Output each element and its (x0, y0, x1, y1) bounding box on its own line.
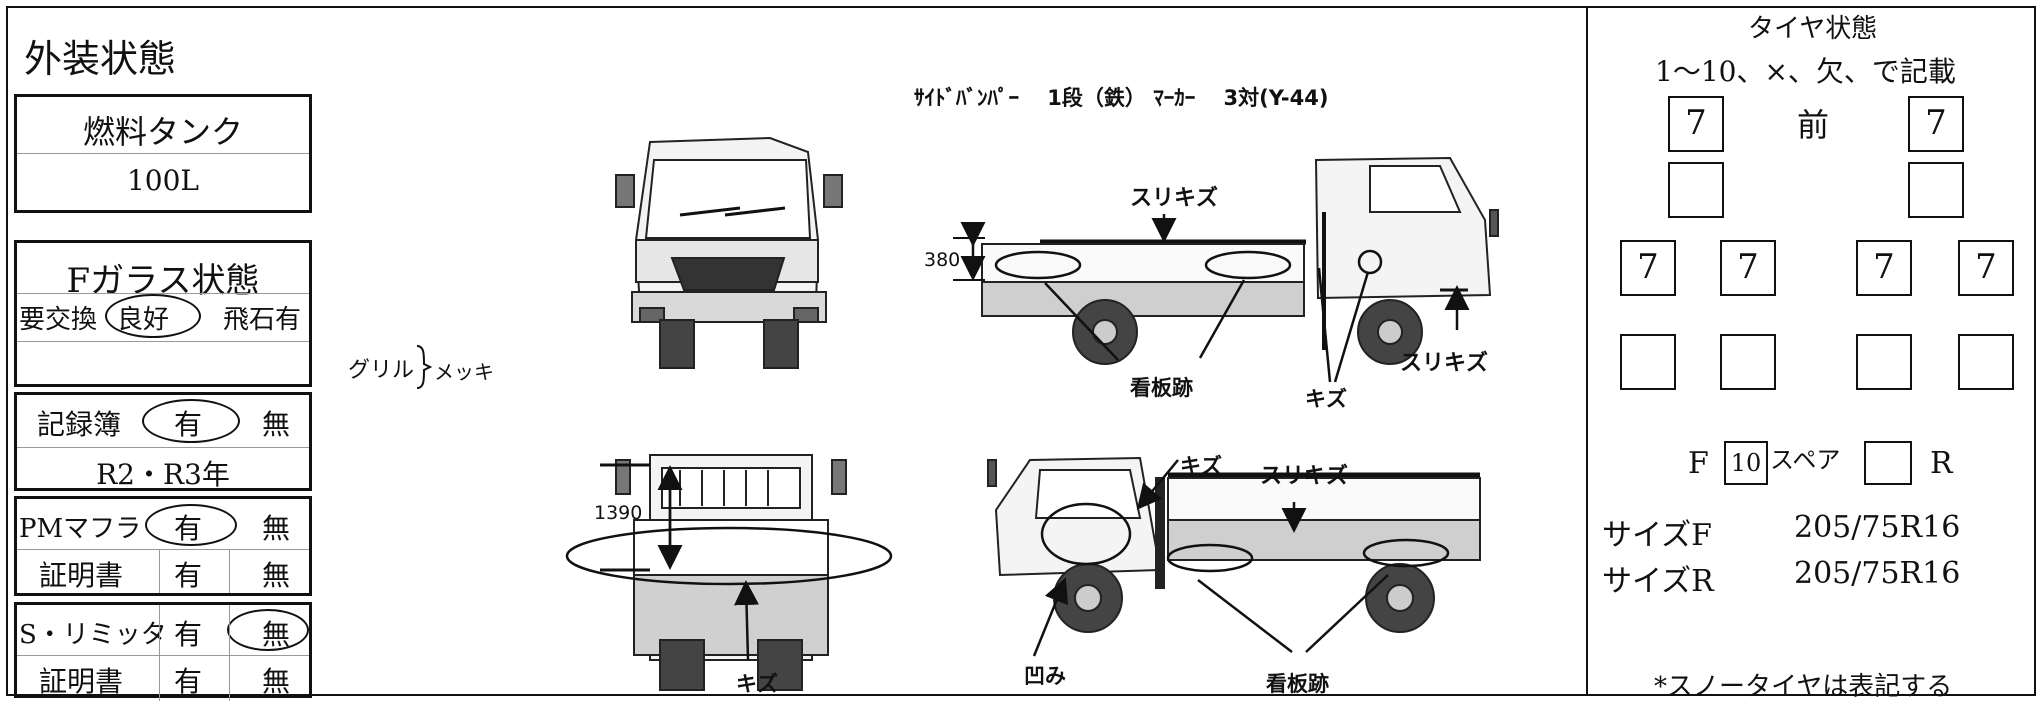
record-book-label: 記録簿 (37, 408, 122, 441)
dent-label: 凹み (1024, 664, 1066, 688)
f-glass-option-replace: 要交換 (19, 305, 98, 335)
truck-side-view-upper (981, 156, 1499, 365)
tire-rear-inner-right-2 (1856, 334, 1912, 390)
damage-label-lower: キズ (1180, 454, 1222, 478)
section-title: 外装状態 (24, 37, 177, 81)
sign-mark-ellipse-3 (1166, 543, 1254, 573)
tire-front-right: 7 (1908, 96, 1964, 152)
tire-front-left: 7 (1668, 96, 1724, 152)
sl-certificate-yes: 有 (174, 665, 203, 698)
tire-rear-outer-left-2 (1620, 334, 1676, 390)
tire-instruction: 1～10、×、欠、で記載 (1655, 55, 1956, 88)
tire-title: タイヤ状態 (1748, 14, 1878, 44)
size-r-value: 205/75R16 (1794, 556, 1961, 591)
sl-certificate-no: 無 (262, 665, 291, 698)
spare-f-value: 10 (1724, 441, 1768, 485)
truck-front-view (615, 136, 843, 369)
sl-divider-1 (159, 605, 160, 701)
sheet-frame (6, 6, 2036, 696)
pm-muffler-rule (17, 549, 309, 550)
pm-cert-divider-2 (229, 549, 230, 593)
grille-brace-icon (416, 345, 433, 389)
tire-rear-inner-right: 7 (1856, 240, 1912, 296)
pm-certificate-label: 証明書 (39, 559, 124, 592)
tire-rear-outer-right: 7 (1958, 240, 2014, 296)
dimension-1390: 1390 (594, 502, 643, 524)
speed-limiter-yes: 有 (174, 618, 203, 651)
truck-side-view-lower (987, 456, 1481, 633)
record-book-years: R2・R3年 (96, 458, 230, 491)
damage-label-rear: キズ (736, 672, 778, 696)
tire-rear-inner-left-2 (1720, 334, 1776, 390)
speed-limiter-selected-circle (227, 609, 309, 651)
damage-label-upper: キズ (1305, 387, 1347, 411)
dent-ellipse (1040, 502, 1132, 566)
tire-front-label: 前 (1797, 106, 1830, 144)
rear-damage-ellipse (565, 526, 893, 586)
scratch-circle (1357, 249, 1383, 275)
pm-muffler-label: PMマフラ (19, 514, 142, 544)
tire-front-right-2 (1908, 162, 1964, 218)
snow-tire-note: *スノータイヤは表記する (1654, 672, 1953, 702)
fuel-tank-label: 燃料タンク (82, 113, 243, 151)
fuel-tank-value: 100L (126, 164, 200, 197)
truck-rear-view (615, 454, 847, 691)
record-book-box: 記録簿 有 無 R2・R3年 (14, 392, 312, 491)
sign-mark-ellipse-2 (1204, 250, 1292, 280)
f-glass-option-chip: 飛石有 (223, 305, 302, 335)
sign-mark-ellipse-1 (994, 250, 1082, 280)
size-f-value: 205/75R16 (1794, 510, 1961, 545)
spare-label: スペア (1770, 446, 1841, 474)
tire-rear-outer-right-2 (1958, 334, 2014, 390)
scratch-label-top: スリキズ (1130, 186, 1219, 211)
pm-muffler-selected-circle (145, 504, 237, 546)
record-book-rule (17, 447, 309, 448)
f-glass-rule-2 (17, 341, 309, 342)
dimension-380: 380 (924, 249, 961, 271)
speed-limiter-label: S・リミッタ (19, 620, 167, 650)
f-glass-selected-circle (105, 294, 201, 338)
tire-rear-outer-left: 7 (1620, 240, 1676, 296)
size-r-label: サイズR (1602, 564, 1714, 599)
grille-label: グリル (348, 358, 415, 383)
pm-muffler-no: 無 (262, 512, 291, 545)
pm-cert-divider-1 (159, 549, 160, 593)
tire-front-left-2 (1668, 162, 1724, 218)
speed-limiter-box: S・リミッタ 有 無 証明書 有 無 (14, 602, 312, 701)
sl-divider-2 (229, 605, 230, 701)
spare-r-label: R (1930, 446, 1953, 481)
sign-mark-ellipse-4 (1362, 538, 1450, 568)
truck-diagrams (565, 136, 1499, 691)
sign-mark-label-upper: 看板跡 (1130, 376, 1193, 400)
tire-rear-inner-left: 7 (1720, 240, 1776, 296)
scratch-label-front: スリキズ (1400, 351, 1489, 376)
sl-certificate-label: 証明書 (39, 665, 124, 698)
sign-mark-label-lower: 看板跡 (1266, 672, 1329, 696)
pm-certificate-no: 無 (262, 559, 291, 592)
pm-certificate-yes: 有 (174, 559, 203, 592)
record-book-no: 無 (262, 408, 291, 441)
spare-value (1864, 441, 1912, 485)
tire-section-divider (1586, 6, 1588, 696)
diagram-header: ｻｲﾄﾞﾊﾞﾝﾊﾟｰ 1段（鉄） ﾏｰｶｰ 3対(Y-44) (914, 86, 1329, 110)
fuel-tank-box: 燃料タンク 100L (14, 94, 312, 213)
pm-muffler-box: PMマフラ 有 無 証明書 有 無 (14, 496, 312, 596)
grille-value: メッキ (434, 360, 494, 384)
speed-limiter-rule (17, 655, 309, 656)
spare-f-label: F (1688, 446, 1709, 481)
fuel-tank-rule (17, 153, 309, 154)
f-glass-box: Fガラス状態 要交換 良好 飛石有 (14, 240, 312, 387)
record-book-selected-circle (142, 399, 240, 443)
size-f-label: サイズF (1602, 518, 1712, 553)
scratch-label-lower: スリキズ (1260, 464, 1349, 489)
